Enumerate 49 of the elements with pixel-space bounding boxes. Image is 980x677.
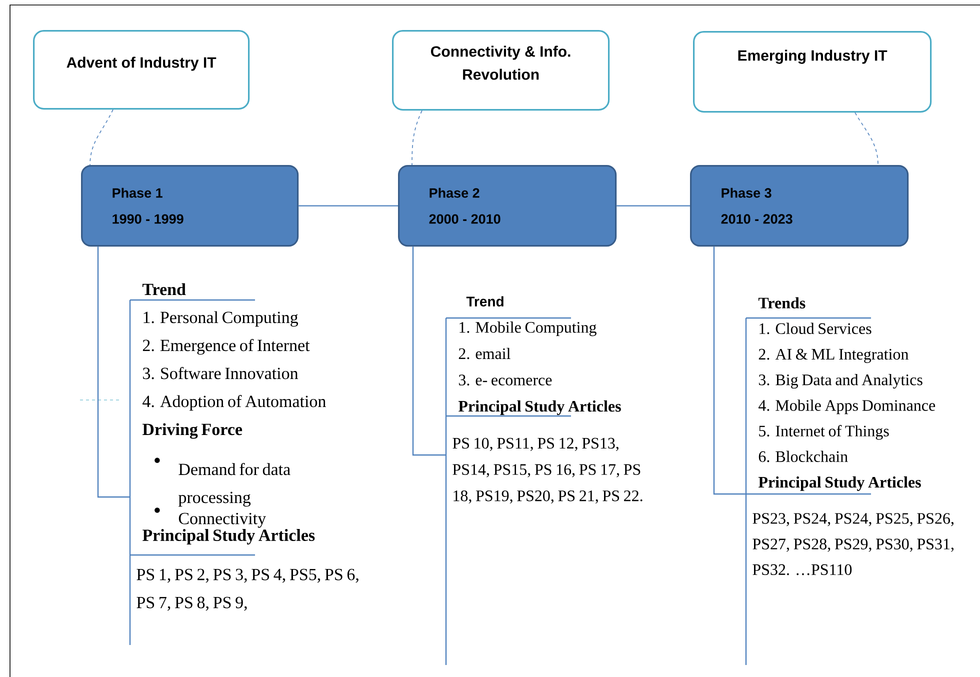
callout-box [33, 30, 250, 110]
phase-label: Phase 2 [430, 188, 480, 198]
callout-box [693, 31, 932, 113]
connector-line [713, 246, 746, 495]
list-item: 6. Blockchain [758, 450, 848, 462]
phase-box [398, 165, 617, 247]
connector-line [616, 205, 690, 206]
list-item: 4. Mobile Apps Dominance [758, 400, 936, 414]
section-heading: Trend [466, 296, 504, 306]
callout-title: Connectivity & Info. Revolution [431, 46, 570, 80]
article-list: PS 10, PS11, PS 12, PS13, PS14, PS15, PS 16, PS 17, PS 18, PS19, PS20, PS 21, PS 22. [452, 438, 642, 504]
connector-line [412, 246, 446, 456]
phase-box [81, 165, 299, 247]
bullet-item: Connectivity [154, 508, 266, 528]
section-heading: Driving Force [142, 423, 242, 439]
bullet-item: Demand for data processing [154, 458, 290, 507]
callout-title: Advent of Industry IT [66, 56, 216, 71]
section-heading: Principal Study Articles [458, 400, 621, 415]
section-heading: Principal Study Articles [142, 529, 315, 544]
phase-label: 2000 - 2010 [429, 214, 500, 224]
text-column [136, 283, 358, 611]
list-item: 3. Big Data and Analytics [758, 374, 922, 389]
phase-box [690, 165, 909, 247]
callout-box [392, 30, 610, 111]
phase-label: 1990 - 1999 [112, 214, 184, 224]
connector-line [854, 112, 878, 166]
list-item: 1. Mobile Computing [460, 322, 596, 336]
connector-line [97, 246, 130, 498]
section-heading: Principal Study Articles [758, 476, 921, 491]
section-heading: Trends [758, 297, 806, 308]
list-item: 1. Personal Computing [144, 311, 298, 327]
list-item: 5. Internet of Things [759, 425, 889, 440]
phase-label: 2010 - 2023 [721, 214, 792, 224]
list-item: 2. email [458, 348, 510, 360]
list-item: 4. Adoption of Automation [142, 395, 326, 411]
phase-label: Phase 1 [112, 188, 162, 198]
list-item: 2. Emergence of Internet [142, 339, 310, 355]
list-item: 1. Cloud Services [760, 322, 872, 334]
section-heading: Trend [142, 283, 186, 296]
article-list: PS 1, PS 2, PS 3, PS 4, PS5, PS 6, PS 7, PS 8, PS 9, [136, 568, 358, 611]
list-item: 3. Software Innovation [143, 367, 298, 380]
list-item: 3. e- ecomerce [458, 374, 552, 386]
phase-label: Phase 3 [722, 188, 772, 198]
article-list: PS23, PS24, PS24, PS25, PS26, PS27, PS28, PS29, PS30, PS31, PS32. …PS110 [752, 513, 954, 576]
connector-line [412, 110, 422, 166]
connector-line [90, 109, 114, 166]
callout-title: Emerging Industry IT [738, 50, 888, 64]
connector-line [298, 205, 398, 206]
list-item: 2. AI & ML Integration [758, 348, 908, 363]
